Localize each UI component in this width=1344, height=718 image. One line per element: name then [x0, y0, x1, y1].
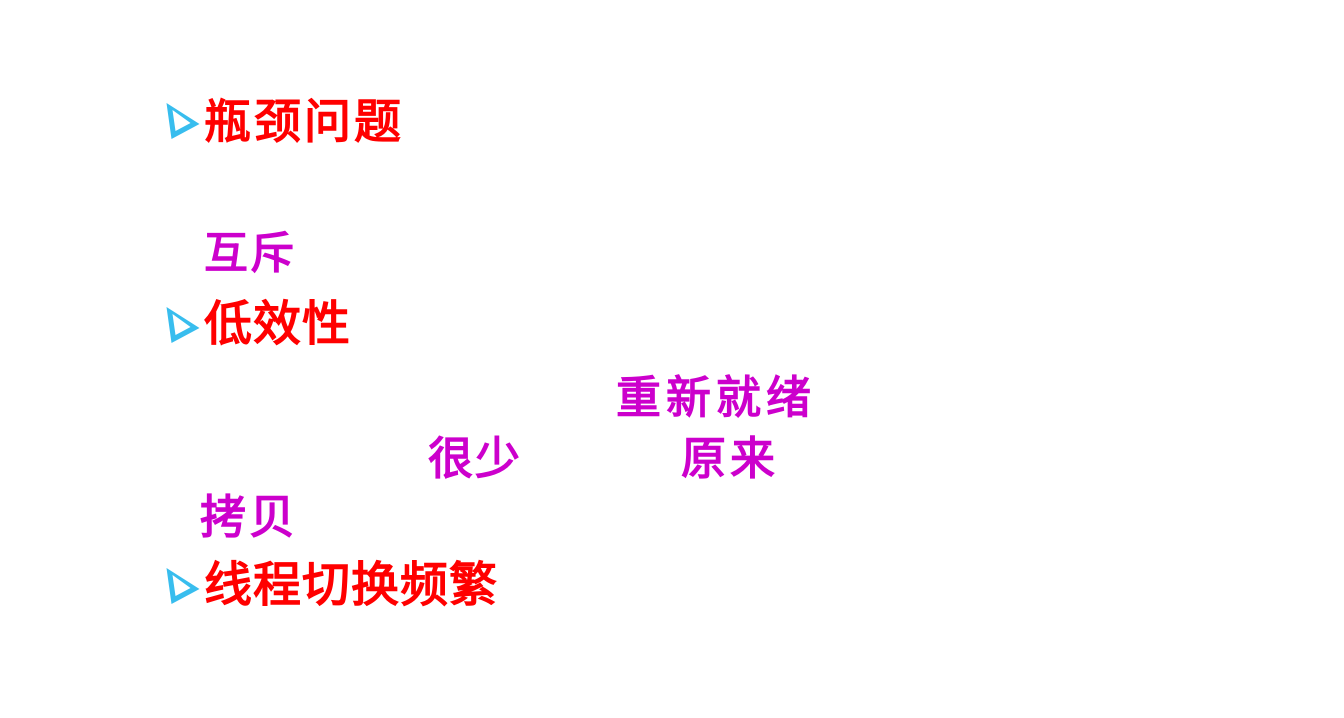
arrowhead-right-bullet-icon	[166, 568, 201, 605]
annotation-original: 原来	[681, 433, 780, 484]
bullet-heading-inefficiency: 低效性	[204, 298, 352, 351]
bullet-heading-bottleneck: 瓶颈问题	[204, 95, 404, 148]
arrowhead-right-bullet-icon	[166, 103, 201, 140]
annotation-very-few: 很少	[428, 433, 523, 484]
annotation-re-ready: 重新就绪	[616, 372, 817, 423]
annotation-copy: 拷贝	[200, 491, 298, 543]
arrowhead-right-bullet-icon	[166, 307, 201, 344]
annotation-mutual-exclusion: 互斥	[204, 229, 296, 278]
bullet-heading-frequent-thread-switching: 线程切换频繁	[204, 559, 499, 612]
